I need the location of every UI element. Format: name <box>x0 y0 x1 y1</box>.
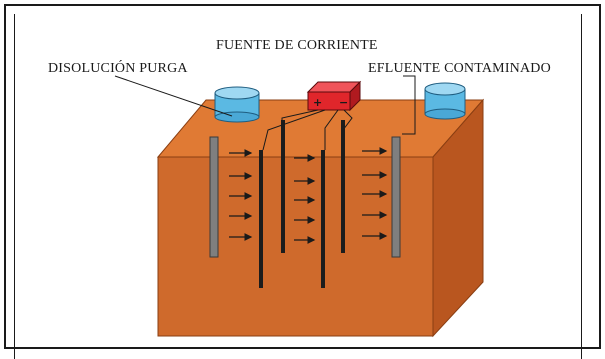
purge-tank-top <box>214 86 260 100</box>
wire-cathode-inner <box>324 109 339 150</box>
wire-cathode-right <box>342 109 353 131</box>
effluent-tank <box>424 82 466 120</box>
power-source: + − <box>306 80 362 112</box>
electrode-4 <box>341 120 345 253</box>
electrode-2 <box>281 120 285 253</box>
power-source-front <box>307 91 351 111</box>
effluent-pointer-line <box>402 75 416 135</box>
power-source-label: FUENTE DE CORRIENTE <box>216 38 378 53</box>
purge-tank-bottom <box>214 111 260 123</box>
purge-solution-label: DISOLUCIÓN PURGA <box>48 61 188 76</box>
purge-well <box>209 136 219 258</box>
effluent-tank-bottom <box>424 108 466 120</box>
soil-block <box>156 98 485 338</box>
contaminated-effluent-label: EFLUENTE CONTAMINADO <box>368 61 551 76</box>
purge-pointer-line <box>114 75 233 117</box>
flow-arrows-column-1 <box>229 149 253 241</box>
effluent-tank-top <box>424 82 466 96</box>
electrode-1 <box>259 150 263 288</box>
wire-anode-inner <box>262 109 326 151</box>
flow-arrows-column-3 <box>362 147 388 240</box>
power-plus-sign: + <box>313 96 322 109</box>
purge-tank <box>214 86 260 123</box>
effluent-well <box>391 136 401 258</box>
power-minus-sign: − <box>339 96 348 109</box>
electrode-3 <box>321 150 325 288</box>
flow-arrows-column-2 <box>294 154 316 244</box>
figure-inner-border <box>14 14 582 359</box>
